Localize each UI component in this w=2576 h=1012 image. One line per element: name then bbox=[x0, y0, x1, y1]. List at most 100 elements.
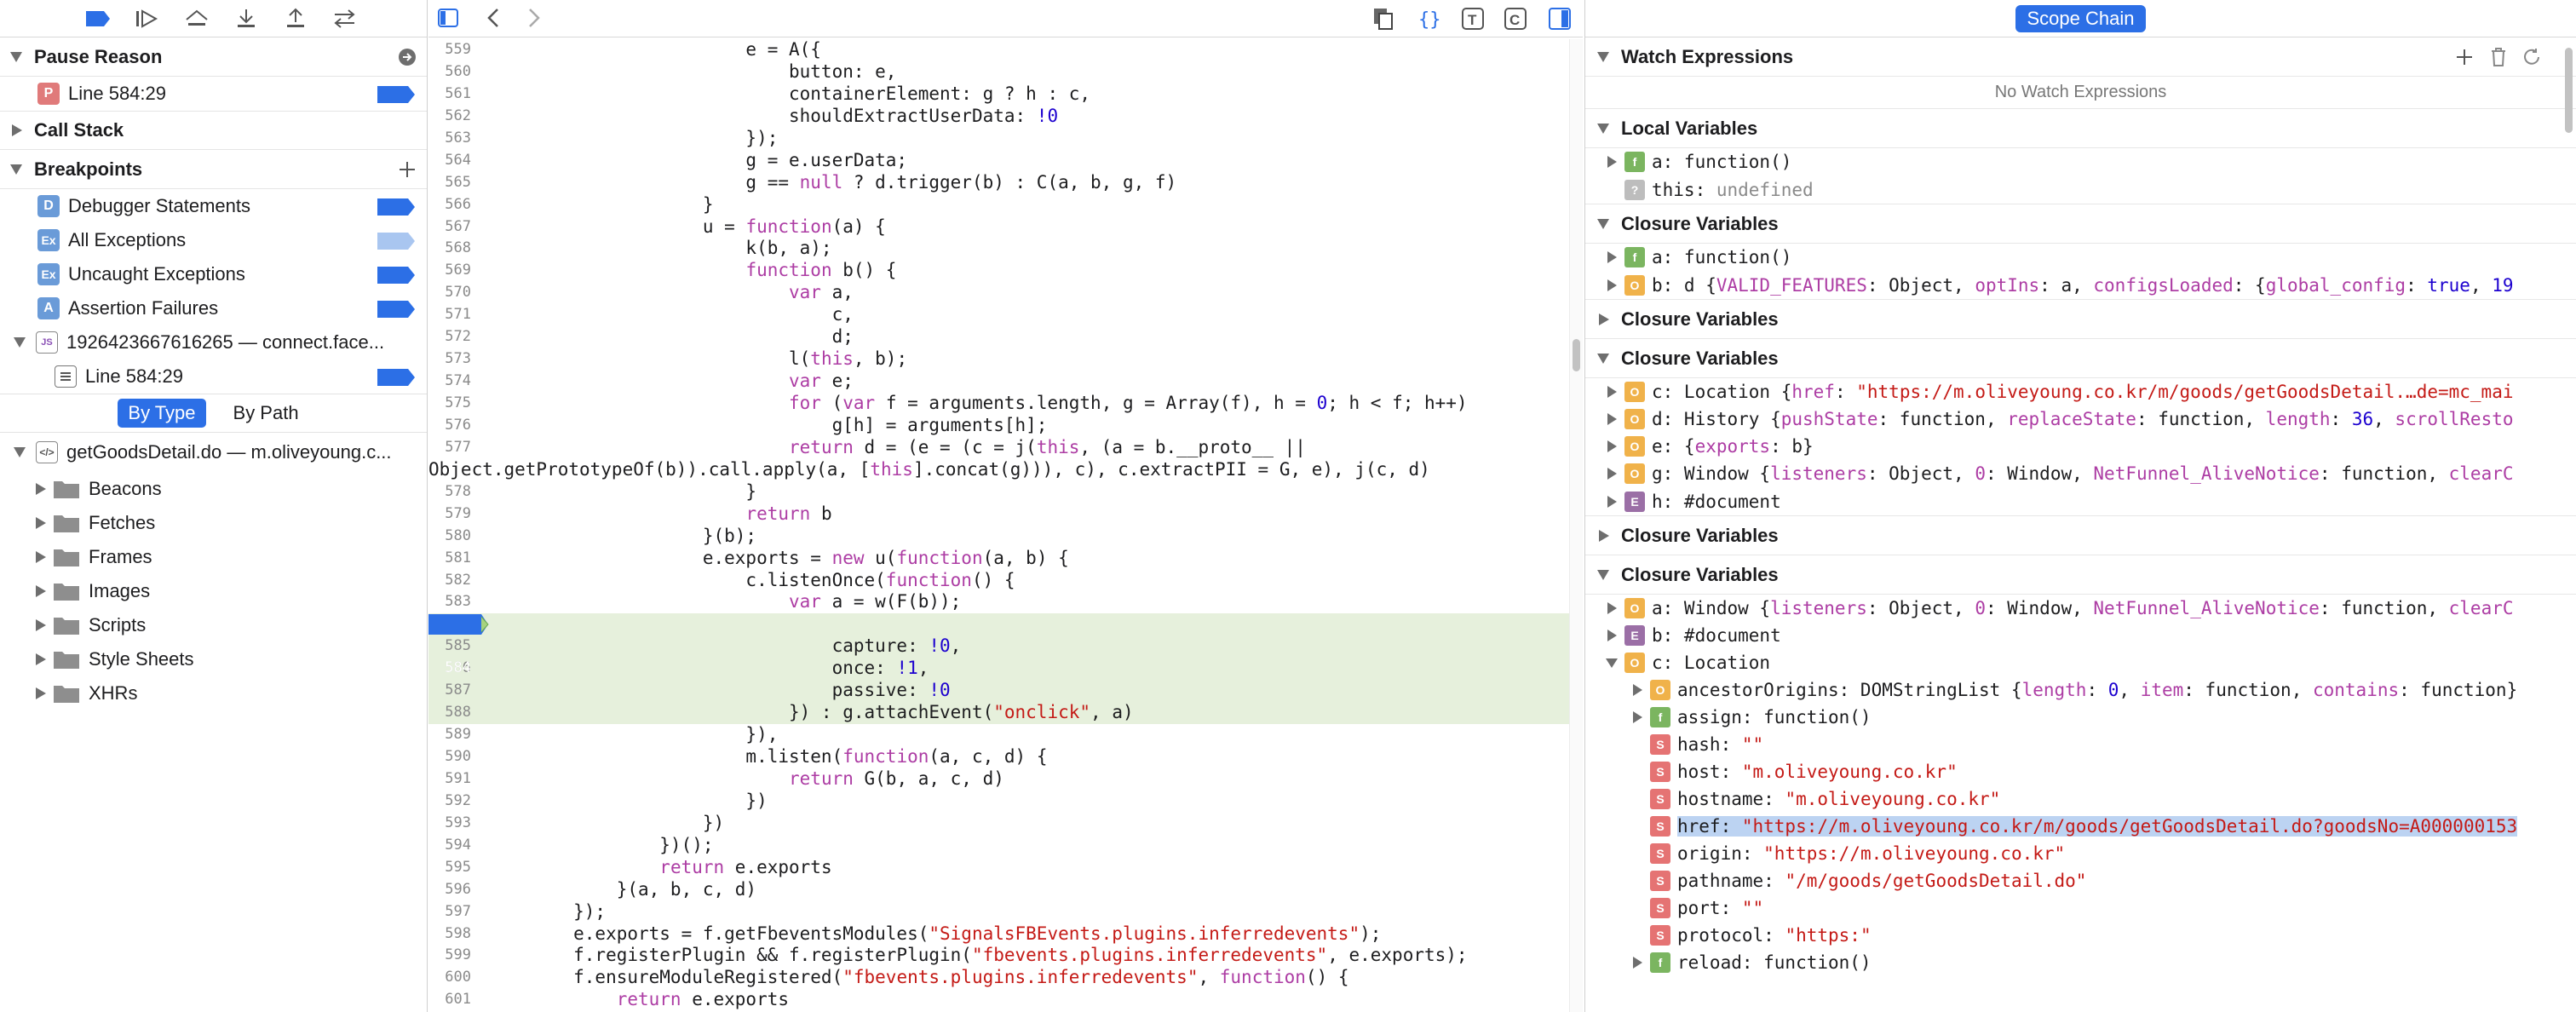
go-to-arrow-icon[interactable] bbox=[398, 48, 417, 66]
refresh-icon[interactable] bbox=[2521, 47, 2542, 67]
code-line-paused[interactable]: 586 once: !1, bbox=[428, 658, 1583, 681]
variable-row[interactable]: O c: Location {href: "https://m.oliveyou… bbox=[1585, 378, 2576, 405]
code-line-paused[interactable]: 584 h.addEventListener ? h.addEventListe… bbox=[428, 613, 1583, 678]
add-breakpoint-icon[interactable] bbox=[398, 160, 417, 179]
pretty-print-icon[interactable]: {} bbox=[1417, 7, 1440, 31]
code-line[interactable]: 577 return d = (e = (c = j(this, (a = b.… bbox=[445, 436, 1306, 457]
code-line[interactable]: 574 var e; bbox=[445, 371, 854, 392]
disclosure-right-icon[interactable] bbox=[1607, 630, 1617, 641]
copy-document-icon[interactable] bbox=[1372, 7, 1394, 31]
code-scrollbar[interactable] bbox=[1569, 39, 1583, 1012]
disclosure-right-icon[interactable] bbox=[1607, 440, 1617, 452]
code-line[interactable]: 590 m.listen(function(a, c, d) { bbox=[445, 746, 1048, 767]
code-coverage-icon[interactable]: C bbox=[1504, 7, 1527, 31]
pause-location-item[interactable]: P Line 584:29 bbox=[0, 77, 427, 111]
variable-row[interactable]: E b: #document bbox=[1585, 622, 2576, 649]
code-line[interactable]: 593 }) bbox=[445, 812, 725, 833]
breakpoint-flag-icon[interactable] bbox=[377, 369, 415, 386]
details-scrollbar[interactable] bbox=[2562, 39, 2576, 1012]
details-scrollbar-thumb[interactable] bbox=[2565, 48, 2573, 133]
breakpoint-flag-icon[interactable] bbox=[377, 198, 415, 216]
by-path-button[interactable]: By Path bbox=[233, 402, 299, 423]
code-line[interactable]: 595 return e.exports bbox=[445, 856, 832, 877]
code-line-paused[interactable]: 585 capture: !0, bbox=[428, 635, 1583, 658]
closure-variables-header[interactable]: Closure Variables bbox=[1585, 204, 2576, 244]
code-line[interactable]: 562 shouldExtractUserData: !0 bbox=[445, 105, 1059, 126]
folder-beacons[interactable]: Beacons bbox=[0, 472, 427, 506]
code-line[interactable]: 571 c, bbox=[445, 304, 854, 325]
code-line[interactable]: 567 u = function(a) { bbox=[445, 216, 886, 237]
code-line[interactable]: 560 button: e, bbox=[445, 60, 897, 82]
local-variables-header[interactable]: Local Variables bbox=[1585, 109, 2576, 148]
breakpoint-line-item[interactable]: Line 584:29 bbox=[0, 359, 427, 394]
variable-row[interactable]: O d: History {pushState: function, repla… bbox=[1585, 405, 2576, 433]
clear-watch-icon[interactable] bbox=[2489, 47, 2508, 67]
disclosure-right-icon[interactable] bbox=[1607, 279, 1617, 291]
disclosure-right-icon[interactable] bbox=[1607, 495, 1617, 508]
code-line[interactable]: 596 }(a, b, c, d) bbox=[445, 878, 757, 900]
breakpoint-marker-icon[interactable] bbox=[428, 614, 490, 635]
code-line[interactable]: 592 }) bbox=[445, 790, 768, 811]
breakpoint-flag-icon[interactable] bbox=[377, 267, 415, 284]
details-sidebar-toggle-icon[interactable] bbox=[1548, 7, 1572, 31]
property-row[interactable]: S protocol: "https:" bbox=[1585, 922, 2576, 949]
pause-reason-header[interactable]: Pause Reason bbox=[0, 37, 427, 77]
code-line[interactable]: 576 g[h] = arguments[h]; bbox=[445, 414, 1048, 435]
folder-scripts[interactable]: Scripts bbox=[0, 608, 427, 642]
code-line[interactable]: 561 containerElement: g ? h : c, bbox=[445, 83, 1091, 104]
code-line[interactable]: 569 function b() { bbox=[445, 260, 897, 281]
code-line[interactable]: 591 return G(b, a, c, d) bbox=[445, 768, 1004, 789]
code-line[interactable]: 579 return b bbox=[445, 503, 832, 524]
step-out-button[interactable] bbox=[283, 6, 308, 32]
disclosure-right-icon[interactable] bbox=[1607, 602, 1617, 614]
disclosure-right-icon[interactable] bbox=[1632, 957, 1642, 969]
by-type-button[interactable]: By Type bbox=[118, 399, 206, 428]
code-scrollbar-thumb[interactable] bbox=[1573, 339, 1580, 371]
folder-frames[interactable]: Frames bbox=[0, 540, 427, 574]
closure-variables-header[interactable]: Closure Variables bbox=[1585, 555, 2576, 595]
code-line-paused[interactable]: 588 }) : g.attachEvent("onclick", a) bbox=[428, 702, 1583, 725]
disclosure-right-icon[interactable] bbox=[1607, 386, 1617, 398]
variable-row[interactable]: f a: function() bbox=[1585, 244, 2576, 271]
watch-expressions-header[interactable]: Watch Expressions bbox=[1585, 37, 2576, 77]
breakpoint-all-exceptions[interactable]: Ex All Exceptions bbox=[0, 223, 427, 257]
disclosure-right-icon[interactable] bbox=[1632, 684, 1642, 696]
forward-arrow-icon[interactable] bbox=[526, 7, 543, 29]
code-line[interactable]: 599 f.registerPlugin && f.registerPlugin… bbox=[445, 945, 1468, 966]
code-line[interactable]: 598 e.exports = f.getFbeventsModules("Si… bbox=[445, 923, 1382, 944]
disclosure-right-icon[interactable] bbox=[1607, 468, 1617, 480]
code-line[interactable]: 589 }), bbox=[445, 724, 779, 745]
disclosure-right-icon[interactable] bbox=[1607, 156, 1617, 168]
property-row[interactable]: S pathname: "/m/goods/getGoodsDetail.do" bbox=[1585, 867, 2576, 894]
step-over-button[interactable] bbox=[184, 6, 210, 32]
code-line[interactable]: 559 e = A({ bbox=[445, 39, 821, 60]
code-line[interactable]: 580 }(b); bbox=[445, 525, 757, 546]
variable-row-expanded[interactable]: O c: Location bbox=[1585, 649, 2576, 676]
call-stack-header[interactable]: Call Stack bbox=[0, 111, 427, 150]
closure-variables-header[interactable]: Closure Variables bbox=[1585, 516, 2576, 555]
breakpoint-debugger-statements[interactable]: D Debugger Statements bbox=[0, 189, 427, 223]
code-line[interactable]: 578 } bbox=[445, 480, 757, 502]
property-row[interactable]: S hostname: "m.oliveyoung.co.kr" bbox=[1585, 785, 2576, 813]
step-button[interactable] bbox=[332, 6, 358, 32]
sidebar-toggle-icon[interactable] bbox=[437, 7, 459, 29]
code-line[interactable]: 573 l(this, b); bbox=[445, 348, 908, 370]
code-line[interactable]: 570 var a, bbox=[445, 282, 854, 303]
property-row[interactable]: f reload: function() bbox=[1585, 949, 2576, 976]
property-row[interactable]: O ancestorOrigins: DOMStringList {length… bbox=[1585, 676, 2576, 704]
property-row[interactable]: S origin: "https://m.oliveyoung.co.kr" bbox=[1585, 840, 2576, 867]
breakpoint-uncaught-exceptions[interactable]: Ex Uncaught Exceptions bbox=[0, 257, 427, 291]
code-line[interactable]: 581 e.exports = new u(function(a, b) { bbox=[445, 547, 1069, 568]
property-row[interactable]: S host: "m.oliveyoung.co.kr" bbox=[1585, 758, 2576, 785]
breakpoints-header[interactable]: Breakpoints bbox=[0, 150, 427, 189]
breakpoint-flag-icon[interactable] bbox=[377, 301, 415, 318]
property-row[interactable]: S hash: "" bbox=[1585, 731, 2576, 758]
breakpoint-flag-icon[interactable] bbox=[377, 86, 415, 103]
code-line-paused[interactable]: 587 passive: !0 bbox=[428, 680, 1583, 703]
breakpoint-file[interactable]: JS 1926423667616265 — connect.face... bbox=[0, 325, 427, 359]
code-line[interactable]: 572 d; bbox=[445, 326, 854, 348]
variable-row[interactable]: O a: Window {listeners: Object, 0: Windo… bbox=[1585, 595, 2576, 622]
variable-row[interactable]: f a: function() bbox=[1585, 148, 2576, 175]
step-into-button[interactable] bbox=[233, 6, 259, 32]
variable-row[interactable]: O g: Window {listeners: Object, 0: Windo… bbox=[1585, 460, 2576, 487]
